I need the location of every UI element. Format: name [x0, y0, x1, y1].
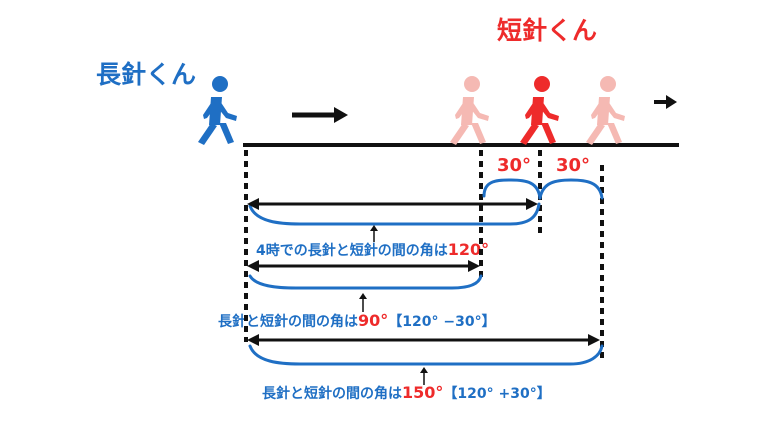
angle-label-second: 30°: [556, 155, 591, 176]
span-arrow-120: [247, 198, 538, 210]
caption-150-value: 150°: [402, 383, 444, 402]
short-hand-label: 短針くん: [497, 16, 598, 45]
long-hand-label: 長針くん: [96, 60, 197, 89]
pointer-90-icon: [359, 293, 367, 312]
caption-90: 長針と短針の間の角は90°【120° −30°】: [218, 311, 496, 330]
angle-braces: [248, 178, 604, 366]
caption-150: 長針と短針の間の角は150°【120° +30°】: [262, 383, 551, 402]
direction-arrow-icon: [292, 107, 348, 123]
caption-120-value: 120°: [447, 240, 490, 259]
caption-pointers: [359, 225, 428, 385]
pointer-120-icon: [370, 225, 378, 242]
short-hand-ghost-walker-left-icon: [450, 76, 489, 145]
short-hand-ghost-walker-right-icon: [586, 76, 625, 145]
pointer-150-icon: [420, 367, 428, 385]
caption-120: 4時での長針と短針の間の角は120°: [256, 240, 490, 259]
caption-150-formula: 【120° +30°】: [443, 386, 551, 402]
brace-30-first: [482, 178, 542, 200]
long-hand-walker-icon: [198, 76, 237, 145]
brace-30-second: [538, 178, 604, 200]
angle-label-first: 30°: [497, 155, 532, 176]
direction-arrow-small-icon: [654, 95, 677, 109]
brace-150: [248, 344, 604, 366]
brace-90: [248, 274, 483, 290]
caption-90-value: 90°: [358, 311, 389, 330]
dotted-markers: [244, 150, 604, 362]
brace-120: [248, 202, 541, 226]
span-arrows: [247, 198, 600, 346]
short-hand-walker-icon: [520, 76, 559, 145]
caption-90-text: 長針と短針の間の角は: [218, 314, 358, 330]
caption-150-text: 長針と短針の間の角は: [262, 386, 402, 402]
caption-90-formula: 【120° −30°】: [388, 314, 496, 330]
span-arrow-90: [247, 260, 480, 272]
caption-120-text: 4時での長針と短針の間の角は: [256, 243, 448, 259]
span-arrow-150: [247, 334, 600, 346]
